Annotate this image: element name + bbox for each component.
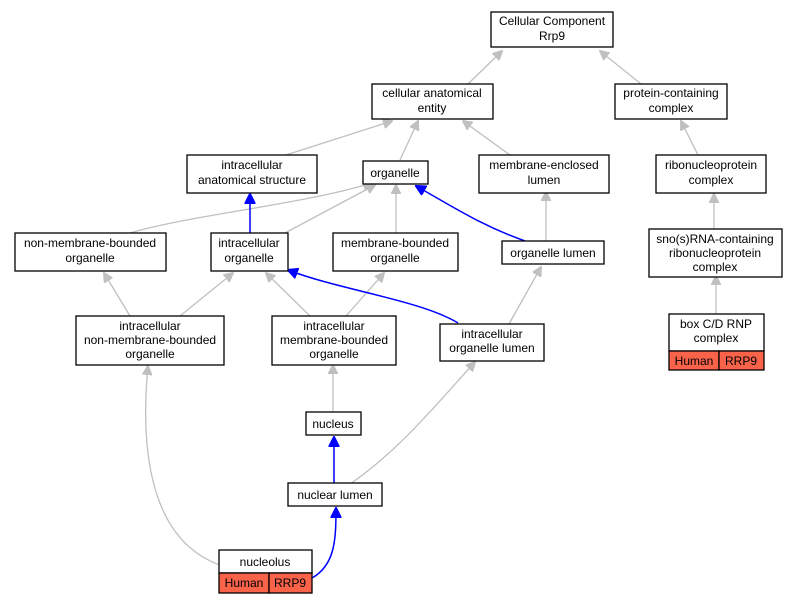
edge-inmbo-to-nmbo bbox=[104, 273, 131, 317]
svg-text:complex: complex bbox=[649, 101, 694, 115]
node-cellular-component-root[interactable]: Cellular Component Rrp9 bbox=[490, 11, 614, 48]
node-nuclear-lumen[interactable]: nuclear lumen bbox=[287, 482, 383, 507]
svg-text:anatomical structure: anatomical structure bbox=[198, 173, 306, 187]
svg-text:organelle: organelle bbox=[309, 347, 359, 361]
svg-text:protein-containing: protein-containing bbox=[623, 86, 718, 100]
svg-text:ribonucleoprotein: ribonucleoprotein bbox=[665, 158, 757, 172]
svg-text:Cellular Component: Cellular Component bbox=[499, 14, 606, 28]
edge-organelle-to-cae bbox=[399, 121, 418, 161]
node-membrane-bounded-organelle[interactable]: membrane-bounded organelle bbox=[332, 232, 459, 272]
gene-cell: RRP9 bbox=[725, 354, 757, 368]
node-box-cd-rnp-complex[interactable]: box C/D RNP complex bbox=[668, 313, 765, 352]
node-ribonucleoprotein-complex[interactable]: ribonucleoprotein complex bbox=[655, 154, 767, 194]
node-intracellular-anatomical-structure[interactable]: intracellular anatomical structure bbox=[186, 154, 318, 194]
svg-text:organelle: organelle bbox=[370, 166, 420, 180]
edge-io-to-organelle bbox=[284, 185, 375, 234]
edge-ol-to-organelle bbox=[416, 186, 526, 242]
node-intracellular-non-membrane-bounded-organelle[interactable]: intracellular non-membrane-bounded organ… bbox=[75, 315, 225, 366]
edge-nmbo-to-organelle bbox=[129, 183, 372, 234]
node-organelle-lumen[interactable]: organelle lumen bbox=[501, 240, 605, 265]
node-snorna-containing-rnp-complex[interactable]: sno(s)RNA-containing ribonucleoprotein c… bbox=[648, 228, 783, 278]
node-intracellular-organelle-lumen[interactable]: intracellular organelle lumen bbox=[439, 323, 545, 362]
species-cell: Human bbox=[225, 576, 264, 590]
svg-text:membrane-enclosed: membrane-enclosed bbox=[489, 158, 598, 172]
svg-text:intracellular: intracellular bbox=[218, 236, 279, 250]
svg-text:membrane-bounded: membrane-bounded bbox=[341, 236, 449, 250]
svg-text:intracellular: intracellular bbox=[303, 319, 364, 333]
node-intracellular-membrane-bounded-organelle[interactable]: intracellular membrane-bounded organelle bbox=[271, 315, 397, 366]
svg-text:box C/D RNP: box C/D RNP bbox=[680, 317, 752, 331]
svg-text:intracellular: intracellular bbox=[221, 158, 282, 172]
node-non-membrane-bounded-organelle[interactable]: non-membrane-bounded organelle bbox=[14, 232, 167, 272]
edge-iol-to-io bbox=[288, 270, 459, 324]
svg-text:organelle lumen: organelle lumen bbox=[449, 341, 534, 355]
svg-text:nucleus: nucleus bbox=[312, 417, 353, 431]
svg-text:ribonucleoprotein: ribonucleoprotein bbox=[669, 246, 761, 260]
edge-rnp-to-pcc bbox=[681, 121, 699, 156]
svg-text:Rrp9: Rrp9 bbox=[539, 29, 565, 43]
svg-text:organelle: organelle bbox=[370, 251, 420, 265]
svg-text:complex: complex bbox=[689, 173, 734, 187]
edge-imbo-to-io bbox=[266, 273, 311, 317]
node-protein-containing-complex[interactable]: protein-containing complex bbox=[614, 83, 728, 120]
edge-mel-to-cae bbox=[463, 121, 511, 156]
svg-text:organelle: organelle bbox=[125, 347, 175, 361]
svg-text:cellular anatomical: cellular anatomical bbox=[382, 86, 481, 100]
nucleolus-annotation: Human RRP9 bbox=[218, 572, 313, 594]
node-nucleus[interactable]: nucleus bbox=[305, 411, 362, 436]
svg-text:organelle: organelle bbox=[65, 251, 115, 265]
node-cellular-anatomical-entity[interactable]: cellular anatomical entity bbox=[371, 83, 494, 120]
gene-cell: RRP9 bbox=[274, 576, 306, 590]
edge-inmbo-to-io bbox=[179, 273, 233, 317]
svg-text:organelle: organelle bbox=[224, 251, 274, 265]
node-membrane-enclosed-lumen[interactable]: membrane-enclosed lumen bbox=[478, 154, 610, 194]
svg-text:intracellular: intracellular bbox=[119, 319, 180, 333]
svg-text:non-membrane-bounded: non-membrane-bounded bbox=[24, 236, 156, 250]
edge-iol-to-ol bbox=[508, 267, 541, 325]
svg-text:membrane-bounded: membrane-bounded bbox=[280, 333, 388, 347]
svg-text:complex: complex bbox=[694, 331, 739, 345]
edge-ias-to-cae bbox=[285, 121, 392, 156]
svg-text:organelle lumen: organelle lumen bbox=[510, 246, 595, 260]
svg-text:intracellular: intracellular bbox=[461, 327, 522, 341]
edge-nl-to-iol bbox=[349, 362, 475, 485]
svg-text:non-membrane-bounded: non-membrane-bounded bbox=[84, 333, 216, 347]
edge-pcc-to-root bbox=[600, 51, 642, 85]
edge-cae-to-root bbox=[467, 51, 502, 85]
svg-text:sno(s)RNA-containing: sno(s)RNA-containing bbox=[656, 232, 773, 246]
edge-imbo-to-mbo bbox=[345, 273, 384, 317]
svg-text:nucleolus: nucleolus bbox=[240, 555, 291, 569]
svg-text:complex: complex bbox=[693, 260, 738, 274]
svg-text:lumen: lumen bbox=[528, 173, 561, 187]
node-organelle[interactable]: organelle bbox=[362, 160, 429, 185]
svg-text:entity: entity bbox=[418, 101, 447, 115]
edge-nucleolus-to-inmbo bbox=[146, 366, 221, 566]
node-intracellular-organelle[interactable]: intracellular organelle bbox=[210, 232, 289, 272]
svg-text:nuclear lumen: nuclear lumen bbox=[297, 488, 372, 502]
edge-nucleolus-to-nl bbox=[311, 508, 336, 579]
box-cd-annotation: Human RRP9 bbox=[668, 350, 765, 371]
node-nucleolus[interactable]: nucleolus bbox=[218, 549, 313, 574]
species-cell: Human bbox=[675, 354, 714, 368]
